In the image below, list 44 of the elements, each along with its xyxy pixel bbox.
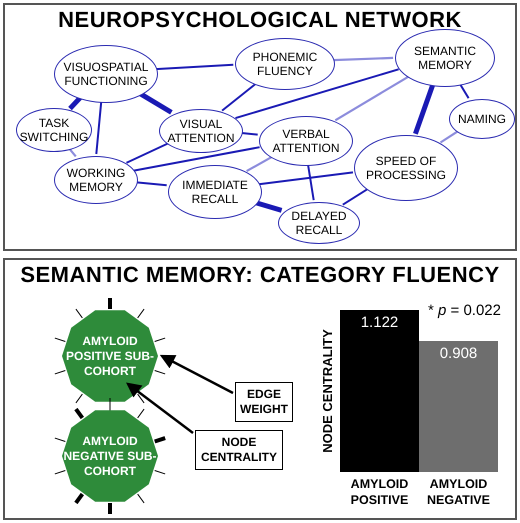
category-label: AMYLOID POSITIVE [350, 476, 410, 508]
network-edge [240, 132, 258, 136]
network-edge [458, 82, 470, 99]
network-edge [246, 156, 272, 172]
axis-title: NODE CENTRALITY [320, 328, 335, 455]
network-edge [332, 56, 394, 62]
ellipse-node: TASK SWITCHING [16, 108, 92, 152]
arrow [160, 354, 234, 394]
network-edge [342, 188, 368, 206]
network-edge [156, 64, 234, 70]
ellipse-node: SPEED OF PROCESSING [354, 135, 458, 201]
network-edge [95, 100, 102, 154]
ellipse-node: VISUOSPATIAL FUNCTIONING [54, 45, 158, 103]
network-edge [306, 164, 315, 200]
network-edge [138, 91, 173, 115]
ellipse-node: VISUAL ATTENTION [159, 109, 243, 153]
network-edge [440, 130, 458, 144]
ellipse-node: NAMING [449, 99, 515, 139]
value-label: 1.122 [360, 314, 400, 331]
ellipse-node: PHONEMIC FLUENCY [235, 38, 335, 90]
value-label: 0.908 [438, 344, 478, 362]
significance-note: *p = 0.022 [428, 302, 501, 319]
ellipse-node: SEMANTIC MEMORY [395, 29, 495, 87]
network-edge [221, 83, 256, 112]
panel-heading: SEMANTIC MEMORY: CATEGORY FLUENCY [19, 262, 501, 288]
ellipse-node: IMMEDIATE RECALL [168, 165, 262, 219]
network-edge [254, 200, 282, 213]
ellipse-node: DELAYED RECALL [278, 202, 360, 244]
network-edge [413, 84, 436, 135]
network-edge [134, 146, 260, 172]
ellipse-node: VERBAL ATTENTION [259, 116, 353, 166]
label-box: NODE CENTRALITY [195, 430, 283, 470]
network-edge [68, 96, 82, 110]
network-edge [258, 171, 354, 186]
arrow [126, 382, 194, 434]
category-label: AMYLOID NEGATIVE [426, 476, 491, 508]
label-box: EDGE WEIGHT [235, 382, 293, 422]
ellipse-node: WORKING MEMORY [54, 156, 138, 204]
network-edge [68, 147, 77, 158]
network-edge [334, 76, 409, 122]
network-edge [135, 181, 167, 186]
network-edge [235, 68, 399, 120]
network-edge [126, 142, 168, 164]
panel-frame [3, 3, 517, 251]
